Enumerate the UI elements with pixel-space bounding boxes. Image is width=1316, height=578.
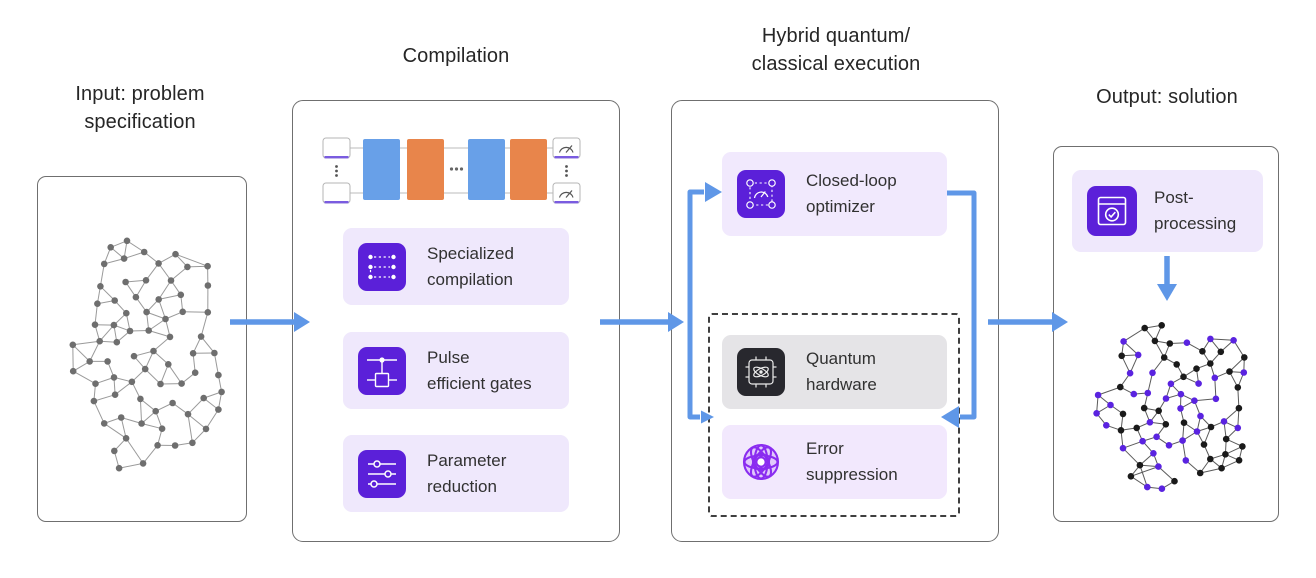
input-title-line1: Input: problem (75, 83, 205, 105)
gate-blocks (363, 139, 547, 200)
specialized-compilation-chip: Specialized compilation (343, 228, 569, 305)
quantum-chip-icon (737, 348, 785, 396)
input-section-title: Input: problem specification (30, 80, 250, 136)
hybrid-section-title: Hybrid quantum/ classical execution (701, 22, 971, 78)
error-sphere-icon (742, 443, 780, 481)
hybrid-title-line1: Hybrid quantum/ (761, 25, 911, 47)
chip-label: Closed-loop optimizer (806, 171, 897, 216)
output-section-title: Output: solution (1096, 86, 1238, 108)
vertical-ellipsis-icon (335, 165, 338, 177)
output-solution-graph (1093, 322, 1248, 492)
circuit-diagram (322, 137, 581, 204)
chip-label: Pulse efficient gates (427, 347, 532, 393)
chip-label: Post- processing (1154, 188, 1237, 233)
chip-label: Specialized compilation (427, 243, 514, 289)
qubit-box-icon (322, 137, 351, 204)
chip-label: Error suppression (806, 439, 898, 484)
compilation-section-title: Compilation (402, 45, 510, 67)
measurement-meter-icon (552, 137, 581, 204)
horizontal-ellipsis-icon (449, 167, 464, 171)
input-title-line2: specification (84, 111, 196, 133)
optimizer-gauge-icon (737, 170, 785, 218)
qubit-mapping-icon (358, 242, 406, 291)
input-problem-graph (69, 237, 225, 472)
chip-label: Quantum hardware (806, 349, 877, 394)
chip-label: Parameter reduction (427, 450, 507, 496)
sliders-icon (358, 449, 406, 498)
quantum-hardware-chip: Quantum hardware (722, 335, 947, 409)
hybrid-title-line2: classical execution (751, 53, 921, 75)
parameter-reduction-chip: Parameter reduction (343, 435, 569, 512)
post-processing-chip: Post- processing (1072, 170, 1263, 252)
pulse-efficient-gates-chip: Pulse efficient gates (343, 332, 569, 409)
vertical-ellipsis-icon (565, 165, 568, 177)
error-suppression-chip: Error suppression (722, 425, 947, 499)
closed-loop-optimizer-chip: Closed-loop optimizer (722, 152, 947, 236)
window-check-icon (1087, 186, 1137, 236)
pulse-gate-icon (358, 346, 406, 395)
